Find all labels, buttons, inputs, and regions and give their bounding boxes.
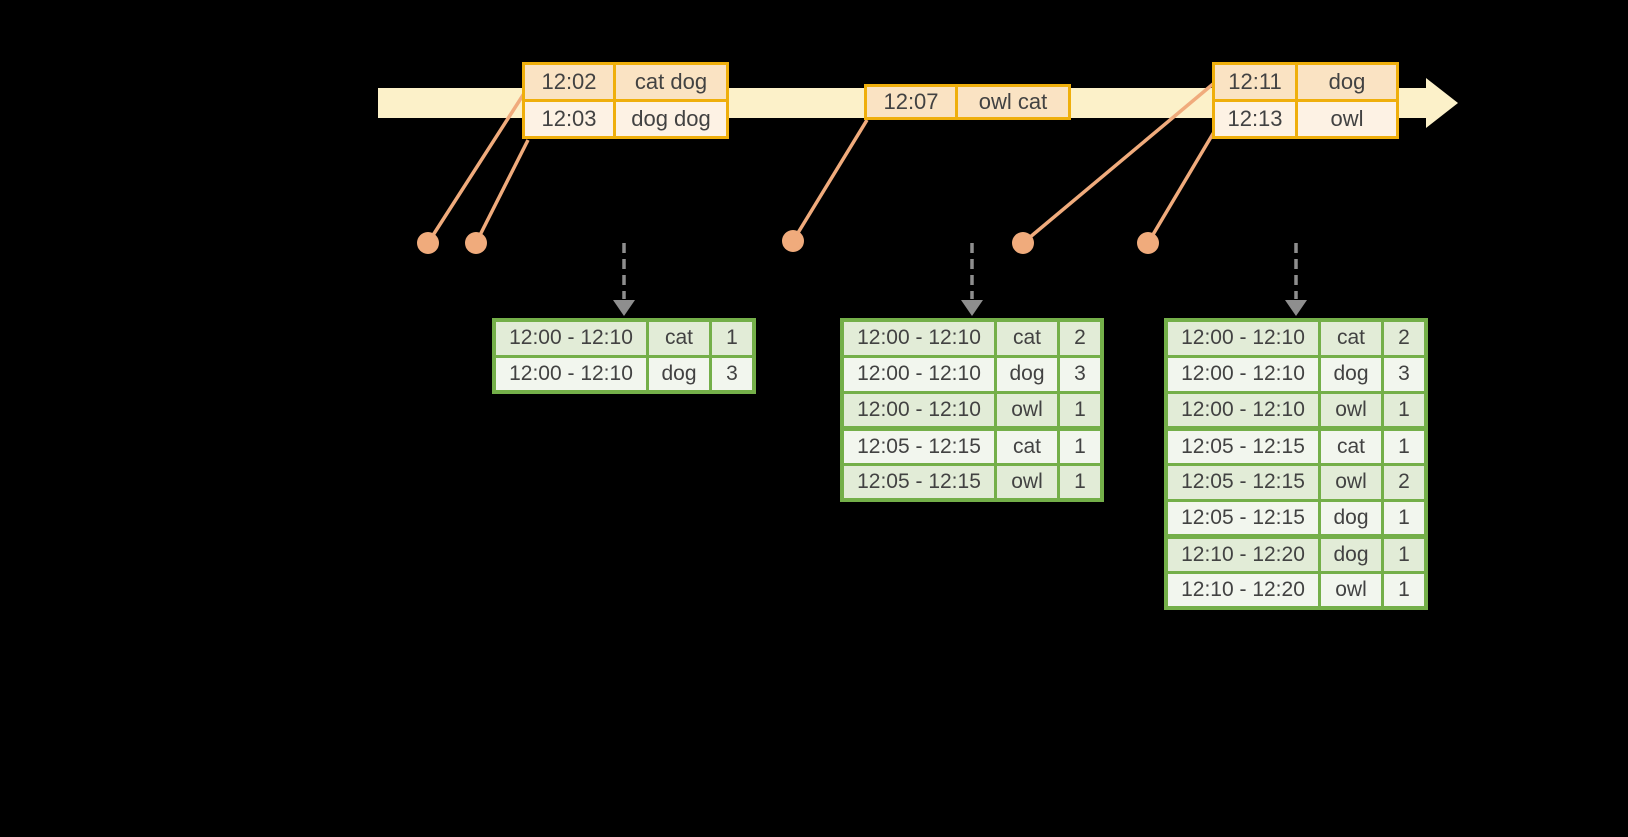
word-cell: dog: [1318, 498, 1384, 538]
word-cell: dog: [994, 354, 1060, 394]
event-words-cell: owl: [1295, 99, 1399, 139]
word-cell: cat: [646, 318, 712, 358]
connector-lines: [426, 82, 1216, 245]
connector-line: [1146, 131, 1216, 244]
event-time-cell: 12:13: [1212, 99, 1298, 139]
count-cell: 3: [1057, 354, 1104, 394]
window-cell: 12:05 - 12:15: [1164, 462, 1321, 502]
event-words-cell: owl cat: [955, 84, 1071, 120]
window-cell: 12:05 - 12:15: [840, 425, 997, 466]
word-cell: owl: [994, 390, 1060, 430]
event-marker-dots: [417, 230, 1159, 254]
word-cell: owl: [994, 462, 1060, 502]
trigger-arrowhead-icon: [1285, 300, 1307, 316]
count-cell: 1: [1057, 462, 1104, 502]
event-marker-dot: [782, 230, 804, 252]
word-cell: dog: [1318, 354, 1384, 394]
window-cell: 12:00 - 12:10: [492, 354, 649, 394]
count-cell: 1: [1381, 498, 1428, 538]
trigger-arrows: [613, 243, 1307, 316]
count-cell: 2: [1057, 318, 1104, 358]
connector-line: [426, 91, 527, 244]
count-cell: 2: [1381, 462, 1428, 502]
event-time-cell: 12:02: [522, 62, 616, 102]
window-cell: 12:10 - 12:20: [1164, 533, 1321, 574]
word-cell: owl: [1318, 390, 1384, 430]
event-marker-dot: [465, 232, 487, 254]
window-cell: 12:05 - 12:15: [1164, 425, 1321, 466]
word-cell: cat: [994, 318, 1060, 358]
window-cell: 12:05 - 12:15: [1164, 498, 1321, 538]
word-cell: cat: [1318, 425, 1384, 466]
window-cell: 12:00 - 12:10: [840, 318, 997, 358]
trigger-arrowhead-icon: [961, 300, 983, 316]
count-cell: 1: [1381, 390, 1428, 430]
word-cell: cat: [994, 425, 1060, 466]
event-time-cell: 12:07: [864, 84, 958, 120]
word-cell: cat: [1318, 318, 1384, 358]
count-cell: 1: [1381, 570, 1428, 610]
count-cell: 1: [1057, 390, 1104, 430]
window-cell: 12:00 - 12:10: [492, 318, 649, 358]
word-cell: dog: [1318, 533, 1384, 574]
event-time-cell: 12:03: [522, 99, 616, 139]
event-words-cell: dog: [1295, 62, 1399, 102]
count-cell: 1: [1057, 425, 1104, 466]
window-cell: 12:00 - 12:10: [840, 390, 997, 430]
word-cell: owl: [1318, 462, 1384, 502]
count-cell: 1: [709, 318, 756, 358]
event-marker-dot: [417, 232, 439, 254]
event-words-cell: cat dog: [613, 62, 729, 102]
count-cell: 3: [1381, 354, 1428, 394]
window-cell: 12:00 - 12:10: [1164, 318, 1321, 358]
connector-line: [474, 139, 530, 244]
event-marker-dot: [1137, 232, 1159, 254]
event-marker-dot: [1012, 232, 1034, 254]
window-cell: 12:00 - 12:10: [840, 354, 997, 394]
connector-line: [1021, 82, 1215, 245]
count-cell: 2: [1381, 318, 1428, 358]
window-cell: 12:05 - 12:15: [840, 462, 997, 502]
word-cell: owl: [1318, 570, 1384, 610]
count-cell: 3: [709, 354, 756, 394]
trigger-arrowhead-icon: [613, 300, 635, 316]
connector-line: [791, 119, 869, 242]
timeline-arrowhead-icon: [1426, 78, 1458, 128]
window-cell: 12:10 - 12:20: [1164, 570, 1321, 610]
word-cell: dog: [646, 354, 712, 394]
count-cell: 1: [1381, 425, 1428, 466]
event-words-cell: dog dog: [613, 99, 729, 139]
event-time-cell: 12:11: [1212, 62, 1298, 102]
window-cell: 12:00 - 12:10: [1164, 390, 1321, 430]
window-cell: 12:00 - 12:10: [1164, 354, 1321, 394]
count-cell: 1: [1381, 533, 1428, 574]
